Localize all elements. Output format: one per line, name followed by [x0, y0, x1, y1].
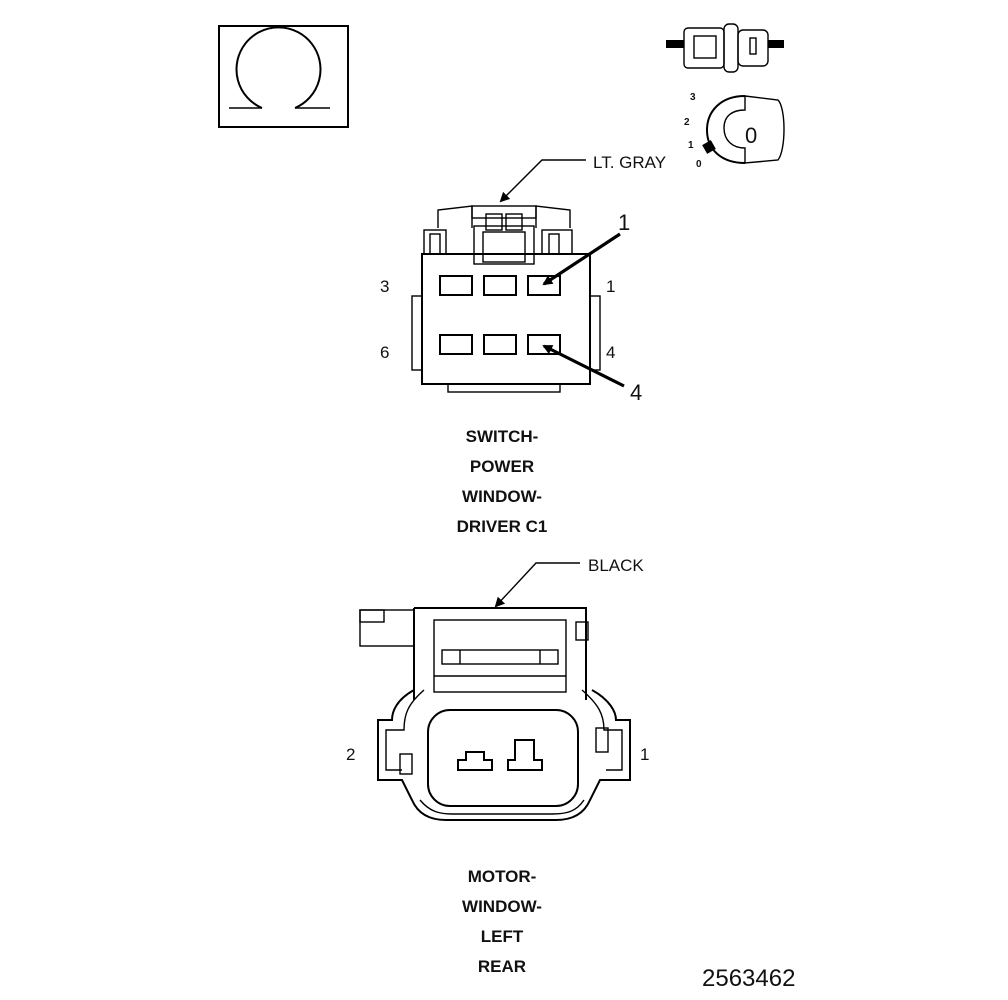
motor-color-label: BLACK	[588, 556, 644, 575]
motor-terminal-2	[457, 751, 493, 771]
key-position-2: 2	[684, 117, 690, 128]
c1-callout-4-arrow	[542, 344, 625, 388]
c1-cavity-1	[527, 275, 561, 296]
key-position-0: 0	[696, 159, 702, 170]
svg-text:LEFT: LEFT	[481, 927, 524, 946]
connector-c1: LT. GRAY 1 4 3 1 6 4	[380, 153, 666, 536]
svg-text:REAR: REAR	[478, 957, 526, 976]
key-mark: 0	[745, 123, 757, 148]
key-selector-icon: 3 2 1 0 0	[684, 92, 785, 170]
svg-text:DRIVER C1: DRIVER C1	[457, 517, 548, 536]
c1-cavity-5	[483, 334, 517, 355]
motor-terminal-1	[507, 739, 543, 771]
svg-text:WINDOW-: WINDOW-	[462, 487, 542, 506]
c1-color-label: LT. GRAY	[593, 153, 666, 172]
connector-motor: BLACK 2 1 MOTOR- WINDOW- LEFT REAR	[346, 556, 649, 976]
motor-pin-label-left: 2	[346, 745, 355, 764]
motor-pin-label-right: 1	[640, 745, 649, 764]
key-position-3: 3	[690, 92, 696, 103]
svg-text:WINDOW-: WINDOW-	[462, 897, 542, 916]
svg-text:SWITCH-: SWITCH-	[466, 427, 539, 446]
figure-number: 2563462	[702, 965, 795, 992]
connector-side-view-icon	[666, 23, 784, 73]
view-orientation-icon	[218, 25, 349, 128]
motor-terminal-window	[427, 709, 579, 807]
c1-color-leader	[499, 159, 586, 203]
motor-color-leader	[494, 562, 580, 608]
c1-pin-label-right-top: 1	[606, 277, 615, 296]
c1-pin-label-left-top: 3	[380, 277, 389, 296]
motor-title: MOTOR- WINDOW- LEFT REAR	[462, 867, 542, 976]
c1-title: SWITCH- POWER WINDOW- DRIVER C1	[457, 427, 548, 536]
key-position-1: 1	[688, 140, 694, 151]
c1-cavity-6	[439, 334, 473, 355]
svg-text:POWER: POWER	[470, 457, 534, 476]
c1-callout-4: 4	[630, 380, 642, 405]
svg-text:MOTOR-: MOTOR-	[468, 867, 537, 886]
c1-pin-label-left-bottom: 6	[380, 343, 389, 362]
c1-callout-1: 1	[618, 210, 630, 235]
c1-cavity-2	[483, 275, 517, 296]
c1-pin-label-right-bottom: 4	[606, 343, 615, 362]
c1-cavity-3	[439, 275, 473, 296]
c1-callout-1-arrow	[542, 232, 621, 286]
